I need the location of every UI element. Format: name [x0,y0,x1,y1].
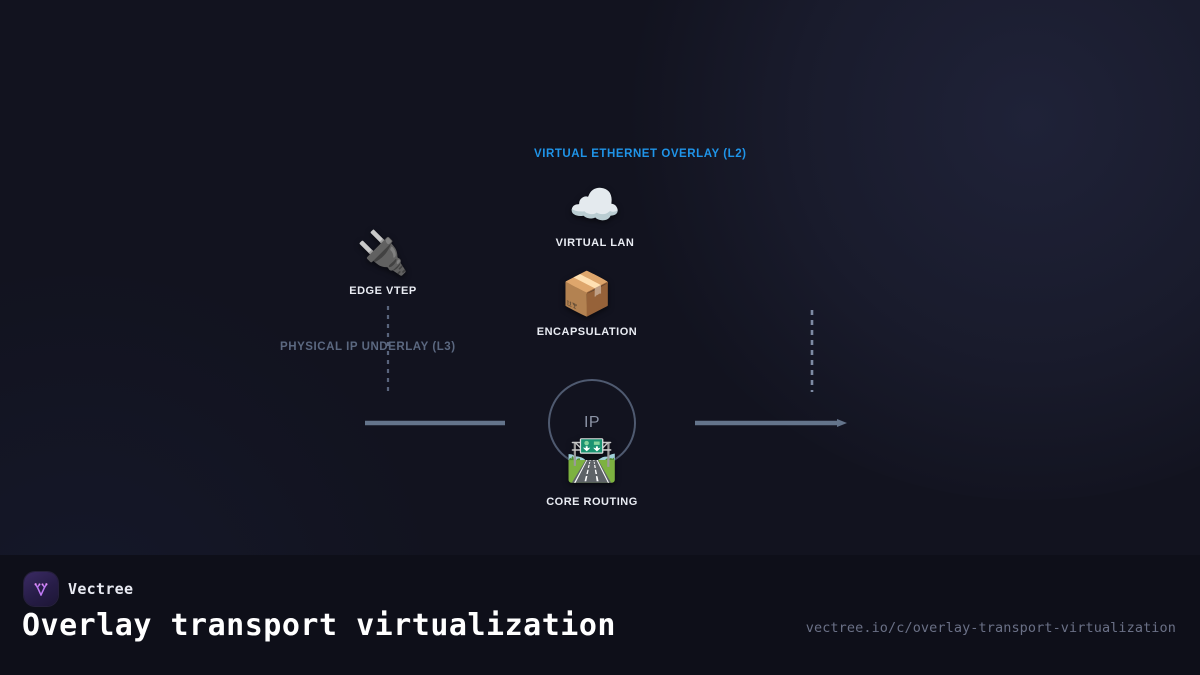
page-title: Overlay transport virtualization [22,608,616,643]
electric-plug-icon: 🔌 [356,229,410,276]
page-footer: Vectree Overlay transport virtualization… [0,555,1200,675]
node-virtual-lan[interactable]: ☁️ VIRTUAL LAN [505,180,685,250]
brand-row[interactable]: Vectree [24,572,133,606]
core-routing-circle-label: IP [583,414,601,431]
node-label-encapsulation: ENCAPSULATION [536,326,638,338]
zone-label-underlay: PHYSICAL IP UNDERLAY (L3) [280,341,456,353]
page-url: vectree.io/c/overlay-transport-virtualiz… [805,620,1176,636]
package-box-icon: 📦 [560,270,614,317]
node-label-edge-vtep: EDGE VTEP [349,285,417,297]
zone-label-overlay: VIRTUAL ETHERNET OVERLAY (L2) [534,148,747,160]
node-label-virtual-lan: VIRTUAL LAN [555,237,635,249]
brand-name: Vectree [68,580,134,598]
core-routing-circle: IP [548,379,636,467]
cloud-icon: ☁️ [568,181,622,228]
node-encapsulation[interactable]: 📦 ENCAPSULATION [497,269,677,339]
node-edge-vtep[interactable]: 🔌 EDGE VTEP [293,228,473,298]
node-label-core-routing: CORE ROUTING [546,496,638,508]
motorway-icon: 🛣️ [565,436,619,483]
vectree-branch-logo-icon [24,572,58,606]
